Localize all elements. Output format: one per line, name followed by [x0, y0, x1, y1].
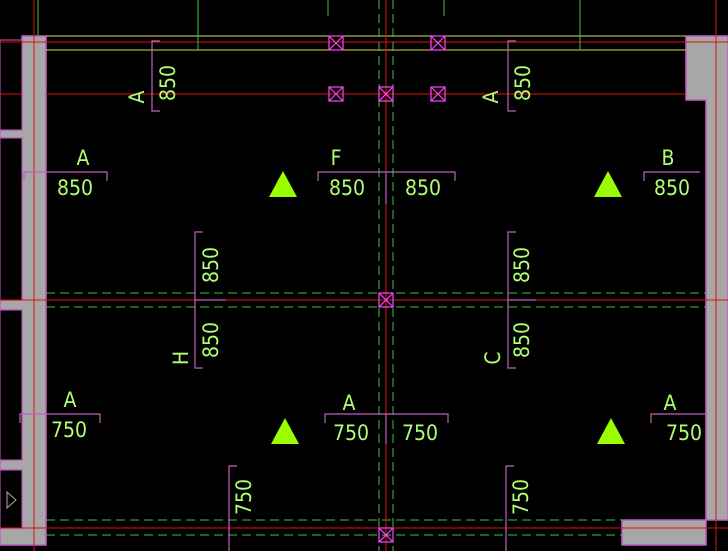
column-crossbox-icon — [430, 86, 446, 102]
upper-left-dim: 850 — [57, 176, 93, 200]
lower-right-letter: A — [664, 391, 677, 415]
bottom-right-dim: 750 — [509, 479, 533, 515]
upper-right-dim: 850 — [654, 176, 690, 200]
column-crossbox-icon — [378, 292, 394, 308]
right-wall — [621, 35, 728, 546]
lower-left-letter: A — [64, 388, 77, 412]
lower-left-dim: 750 — [51, 418, 87, 442]
mid-left-dim-top: 850 — [199, 247, 223, 283]
upper-mid-letter: F — [331, 146, 342, 170]
bottom-left-dim: 750 — [232, 479, 256, 515]
top-left-dim: 850 — [156, 65, 180, 101]
bracket-lower-left — [19, 413, 101, 423]
upper-right-letter: B — [662, 146, 675, 170]
bracket-upper-left — [23, 171, 108, 181]
bracket-upper-mid — [317, 171, 456, 204]
top-right-letter: A — [479, 90, 503, 103]
lower-mid-dim-left: 750 — [333, 421, 369, 445]
column-crossbox-icon — [328, 86, 344, 102]
labels: A 850 A 850 A 850 F 850 850 B 850 H 850 … — [51, 65, 702, 515]
top-left-letter: A — [125, 90, 149, 103]
upper-left-letter: A — [77, 146, 90, 170]
triangle-markers — [269, 171, 625, 444]
bracket-top-left — [151, 40, 160, 112]
lower-mid-letter: A — [343, 391, 356, 415]
bottom-left-wall-stub — [0, 469, 23, 529]
triangle-marker-icon — [597, 418, 625, 444]
column-crossbox-icon — [378, 527, 394, 543]
bracket-bottom-left — [228, 465, 237, 551]
bracket-bottom-right — [505, 465, 514, 551]
mid-left-wall-stub — [0, 137, 23, 301]
low-left-wall-stub — [0, 309, 23, 461]
bracket-upper-right — [643, 171, 700, 181]
column-crossbox-icon — [328, 35, 344, 51]
triangle-marker-icon — [269, 171, 297, 197]
mid-right-dim-top: 850 — [510, 247, 534, 283]
mid-right-letter: C — [481, 351, 505, 364]
mid-right-dim-bottom: 850 — [510, 322, 534, 358]
triangle-marker-icon — [271, 418, 299, 444]
upper-mid-dim-left: 850 — [329, 176, 365, 200]
bracket-lower-right — [650, 413, 706, 423]
triangle-marker-icon — [594, 171, 622, 197]
top-left-wall-stub — [0, 39, 23, 131]
bracket-mid-left — [194, 231, 226, 369]
column-marks — [328, 35, 446, 543]
bracket-mid-right — [507, 231, 536, 369]
mid-left-dim-bottom: 850 — [199, 322, 223, 358]
corner-triangle-icon — [6, 490, 17, 510]
column-crossbox-icon — [378, 86, 394, 102]
lower-mid-dim-right: 750 — [402, 421, 438, 445]
lower-right-dim: 750 — [666, 421, 702, 445]
top-right-dim: 850 — [511, 65, 535, 101]
mid-left-letter: H — [169, 351, 193, 365]
bracket-top-right — [507, 40, 516, 112]
bracket-lower-mid — [324, 413, 449, 444]
column-crossbox-icon — [430, 35, 446, 51]
upper-mid-dim-right: 850 — [405, 176, 441, 200]
dimension-brackets — [19, 40, 706, 551]
